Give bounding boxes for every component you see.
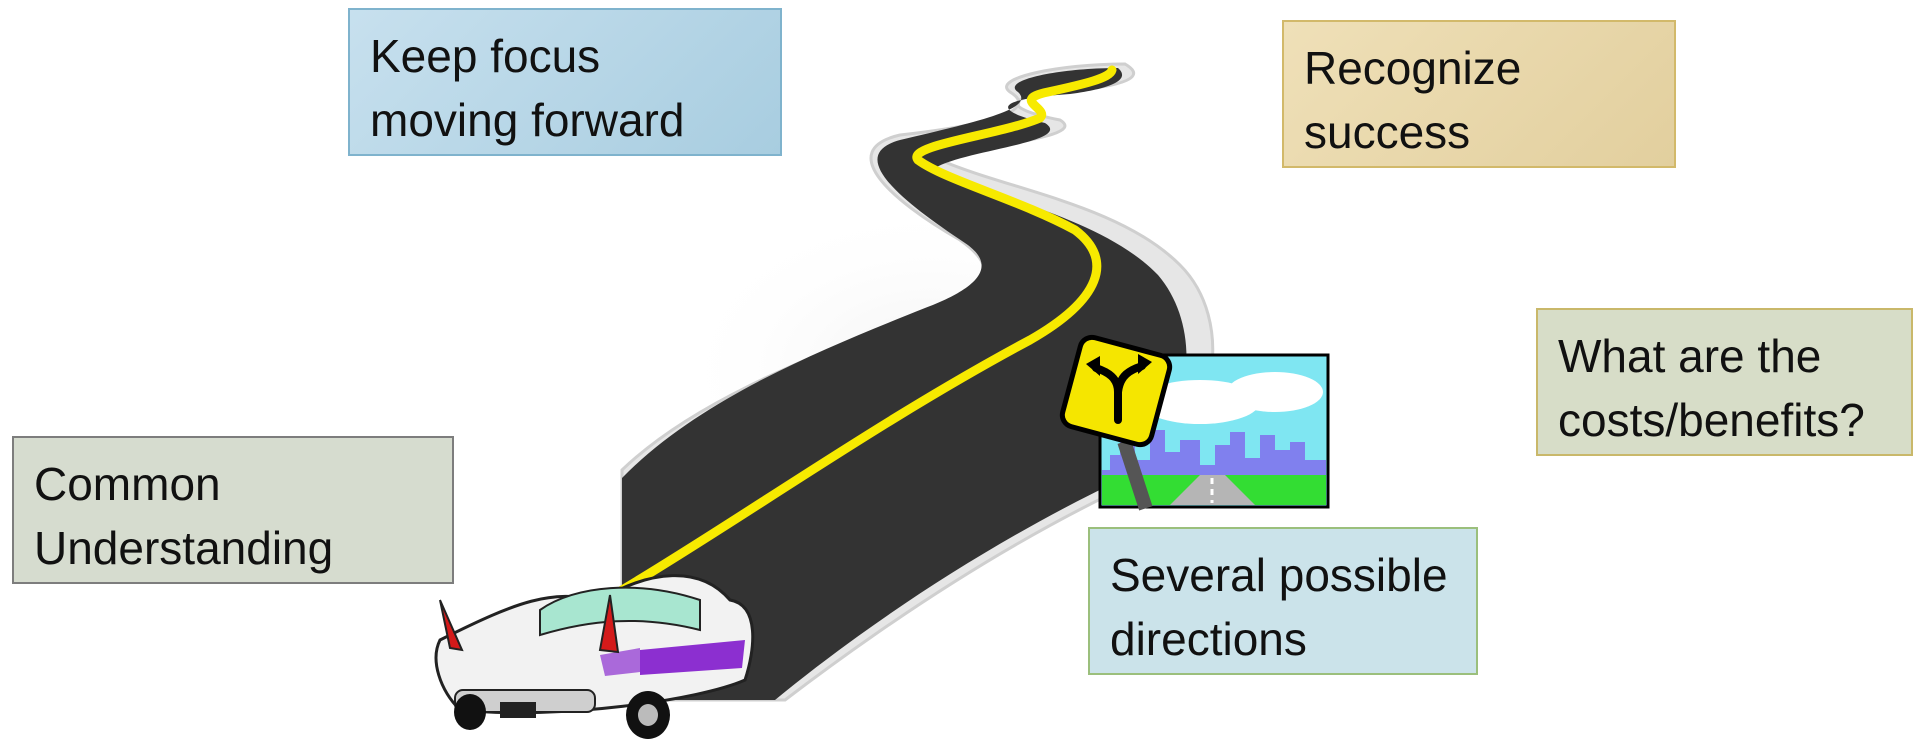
centerline [617, 65, 1117, 595]
callout-recognize-success-line1: Recognize [1304, 42, 1522, 94]
callout-recognize-success: Recognize success [1282, 20, 1676, 168]
callout-costs-benefits: What are the costs/benefits? [1536, 308, 1913, 456]
callout-keep-focus-line1: Keep focus [370, 30, 601, 82]
asphalt [622, 68, 1187, 700]
winding-road-icon [617, 62, 1215, 702]
callout-common-understanding-line1: Common [34, 458, 221, 510]
callout-costs-benefits-line1: What are the [1558, 330, 1822, 382]
callout-keep-focus: Keep focus moving forward [348, 8, 782, 156]
callout-keep-focus-line2: moving forward [370, 94, 685, 146]
callout-several-directions: Several possible directions [1088, 527, 1478, 675]
callout-several-directions-line1: Several possible [1110, 549, 1448, 601]
callout-common-understanding-line2: Understanding [34, 522, 334, 574]
callout-recognize-success-line2: success [1304, 106, 1471, 158]
callout-common-understanding: Common Understanding [12, 436, 454, 584]
fork-road-sign-icon [1059, 334, 1173, 511]
callout-several-directions-line2: directions [1110, 613, 1307, 665]
callout-costs-benefits-line2: costs/benefits? [1558, 394, 1865, 446]
vintage-car-icon [434, 574, 755, 739]
